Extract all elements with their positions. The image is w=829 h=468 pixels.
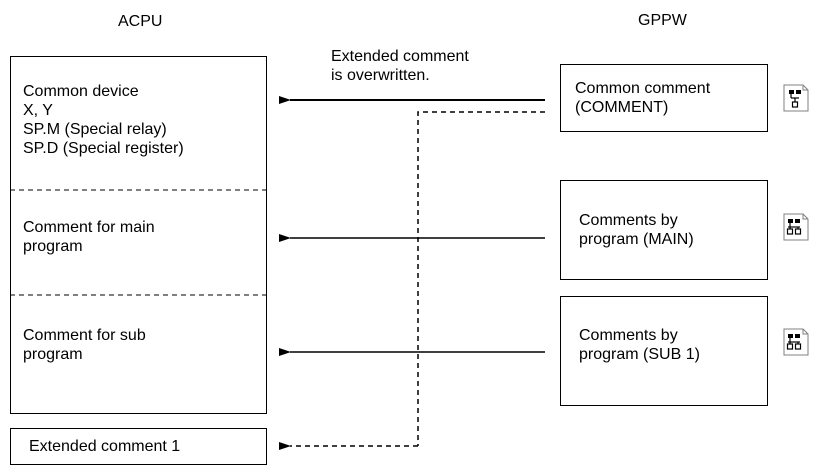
gppw-title: GPPW [638,12,687,29]
gppw-main-comment-label: Comments by program (MAIN) [579,212,694,248]
extended-comment-label: Extended comment 1 [29,438,181,455]
gppw-common-comment-label: Common comment (COMMENT) [575,80,711,116]
overwrite-annotation: Extended comment is overwritten. [331,48,469,84]
acpu-sub-section: Comment for sub program [23,327,146,363]
extended-comment-route [417,111,545,446]
extended-comment-box [10,428,267,465]
gppw-common-comment-box [560,64,768,132]
gppw-main-comment-box [560,180,768,280]
common-comment-icon [783,84,809,112]
gppw-sub-comment-box [560,296,768,406]
program-comment-icon [783,213,809,241]
acpu-title: ACPU [118,13,163,30]
gppw-sub-comment-label: Comments by program (SUB 1) [579,327,700,363]
acpu-common-section: Common device X, Y SP.M (Special relay) … [23,83,184,157]
program-comment-icon [783,328,809,356]
acpu-memory-box [10,56,267,414]
acpu-main-section: Comment for main program [23,219,155,255]
